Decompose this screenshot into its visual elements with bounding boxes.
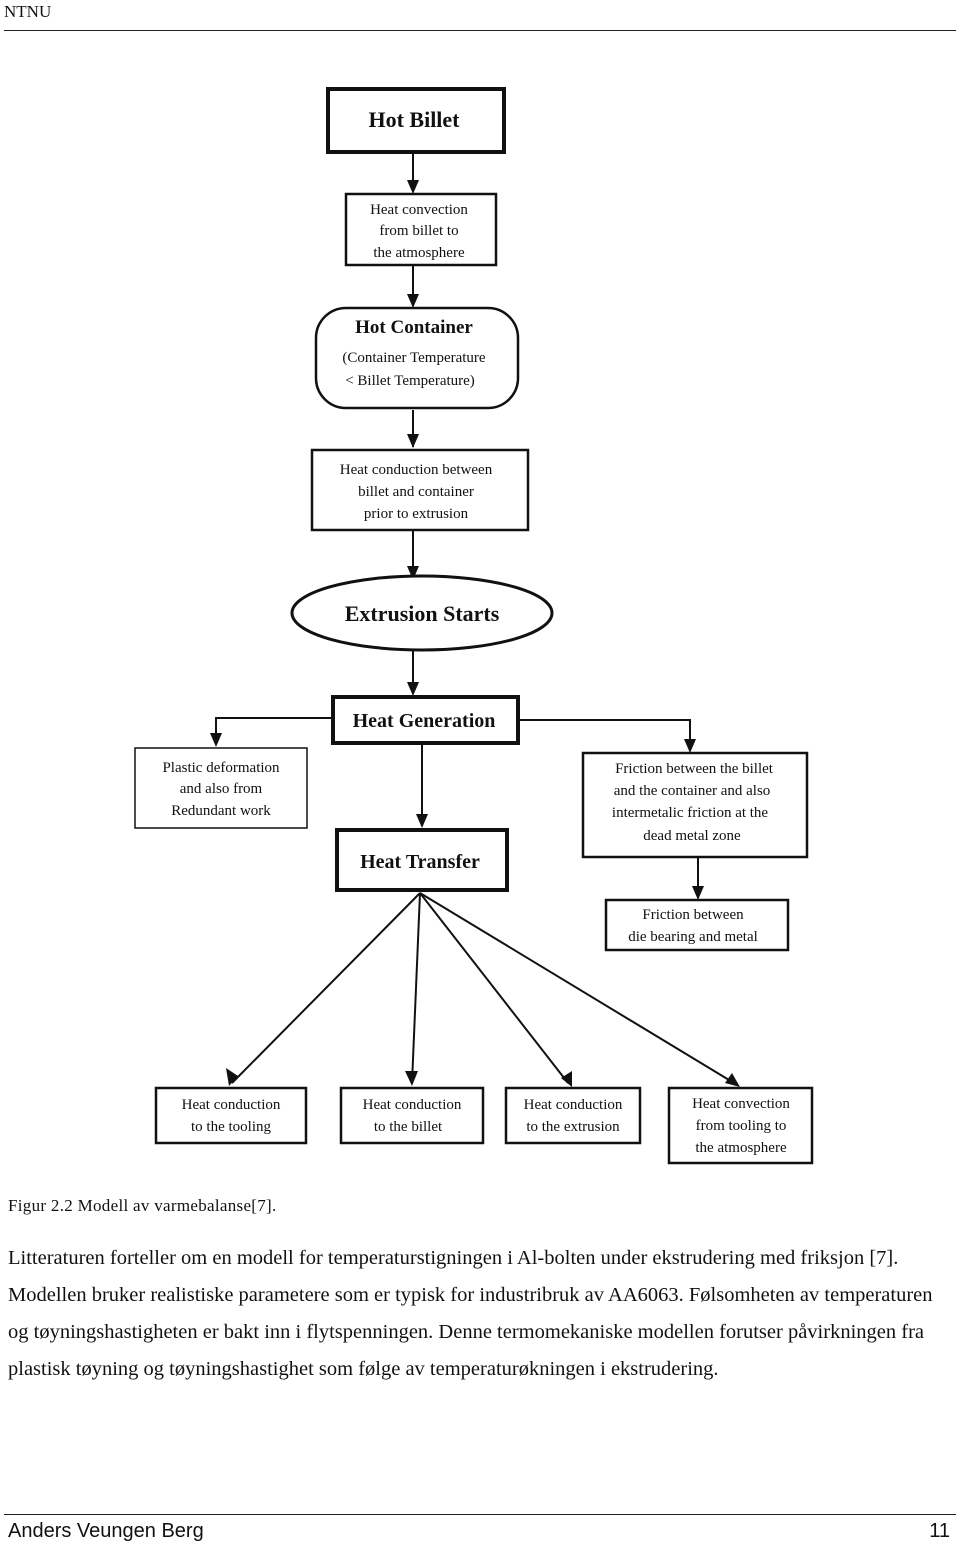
extrusion-starts-node: Extrusion Starts xyxy=(290,574,554,652)
heat-generation-label: Heat Generation xyxy=(353,710,496,732)
conduction-billet-line-2: to the billet xyxy=(374,1119,443,1135)
footer-rule xyxy=(4,1514,956,1515)
arrowhead xyxy=(407,294,419,308)
conduction-extrusion-line-1: Heat conduction xyxy=(524,1097,623,1113)
plastic-line-1: Plastic deformation xyxy=(162,760,280,776)
arrowhead xyxy=(405,1071,418,1086)
convection-tooling-line-2: from tooling to xyxy=(696,1118,787,1134)
conduction-billet-line-1: Heat conduction xyxy=(363,1097,462,1113)
friction-billet-line-3: intermetalic friction at the xyxy=(612,805,769,821)
friction-billet-line-2: and the container and also xyxy=(614,783,771,799)
heat-balance-flowchart: Hot Billet Heat convection from billet t… xyxy=(134,87,814,1165)
friction-die-node: Friction between die bearing and metal xyxy=(604,898,790,952)
arrowhead xyxy=(416,814,428,828)
arrowhead xyxy=(407,682,419,696)
page-header: NTNU xyxy=(0,0,960,32)
hot-container-line-3: < Billet Temperature) xyxy=(345,373,475,389)
hot-billet-node: Hot Billet xyxy=(326,87,506,154)
convection-tooling-line-3: the atmosphere xyxy=(695,1140,787,1156)
arrow-generation-to-plastic xyxy=(215,717,333,744)
heat-generation-node: Heat Generation xyxy=(331,695,520,745)
header-text: NTNU xyxy=(4,2,52,21)
convection-billet-node: Heat convection from billet to the atmos… xyxy=(344,192,498,267)
conduction-container-line-1: Heat conduction between xyxy=(340,462,493,478)
arrowhead xyxy=(407,180,419,194)
convection-billet-line-2: from billet to xyxy=(379,223,458,239)
conduction-extrusion-node: Heat conduction to the extrusion xyxy=(504,1086,642,1145)
arrow-transfer-to-tooling xyxy=(231,892,421,1084)
conduction-tooling-node: Heat conduction to the tooling xyxy=(154,1086,308,1145)
convection-tooling-line-1: Heat convection xyxy=(692,1096,790,1112)
friction-die-line-1: Friction between xyxy=(642,907,744,923)
arrowhead xyxy=(725,1073,740,1087)
conduction-billet-node: Heat conduction to the billet xyxy=(339,1086,485,1145)
plastic-line-3: Redundant work xyxy=(171,803,271,819)
arrowhead xyxy=(684,739,696,753)
arrowhead xyxy=(692,886,704,900)
convection-billet-line-1: Heat convection xyxy=(370,202,468,218)
arrow-transfer-to-billet xyxy=(411,892,421,1084)
arrowheads xyxy=(210,180,740,1087)
arrowhead xyxy=(407,434,419,448)
friction-billet-line-1: Friction between the billet xyxy=(615,761,774,777)
hot-billet-label: Hot Billet xyxy=(368,107,460,132)
hot-container-line-2: (Container Temperature xyxy=(342,350,486,366)
plastic-line-2: and also from xyxy=(180,781,263,797)
heat-transfer-label: Heat Transfer xyxy=(360,851,480,873)
hot-container-title: Hot Container xyxy=(355,317,473,338)
page-number: 11 xyxy=(929,1520,950,1542)
footer-author: Anders Veungen Berg xyxy=(8,1520,204,1542)
arrowhead xyxy=(210,733,222,747)
connectors xyxy=(215,152,735,1084)
arrowhead xyxy=(226,1068,238,1086)
convection-billet-line-3: the atmosphere xyxy=(373,245,465,261)
plastic-deformation-node: Plastic deformation and also from Redund… xyxy=(134,747,308,829)
conduction-tooling-line-1: Heat conduction xyxy=(182,1097,281,1113)
friction-billet-node: Friction between the billet and the cont… xyxy=(581,751,809,859)
arrowhead xyxy=(407,566,419,580)
conduction-container-node: Heat conduction between billet and conta… xyxy=(310,448,530,532)
friction-billet-line-4: dead metal zone xyxy=(643,828,741,844)
body-paragraph: Litteraturen forteller om en modell for … xyxy=(8,1247,933,1380)
extrusion-starts-label: Extrusion Starts xyxy=(345,601,500,626)
arrow-generation-to-friction xyxy=(518,719,691,750)
friction-die-line-2: die bearing and metal xyxy=(628,929,758,945)
arrow-transfer-to-extrusion xyxy=(419,892,569,1084)
conduction-tooling-line-2: to the tooling xyxy=(191,1119,271,1135)
figure-caption: Figur 2.2 Modell av varmebalanse[7]. xyxy=(8,1196,277,1215)
heat-transfer-node: Heat Transfer xyxy=(335,828,509,892)
arrow-transfer-to-atmosphere xyxy=(419,892,735,1084)
hot-container-node: Hot Container (Container Temperature < B… xyxy=(314,306,520,410)
conduction-container-line-2: billet and container xyxy=(358,484,474,500)
conduction-container-line-3: prior to extrusion xyxy=(364,506,469,522)
header-rule xyxy=(4,30,956,31)
conduction-extrusion-line-2: to the extrusion xyxy=(526,1119,620,1135)
convection-tooling-node: Heat convection from tooling to the atmo… xyxy=(667,1086,814,1165)
arrowhead xyxy=(561,1071,572,1087)
